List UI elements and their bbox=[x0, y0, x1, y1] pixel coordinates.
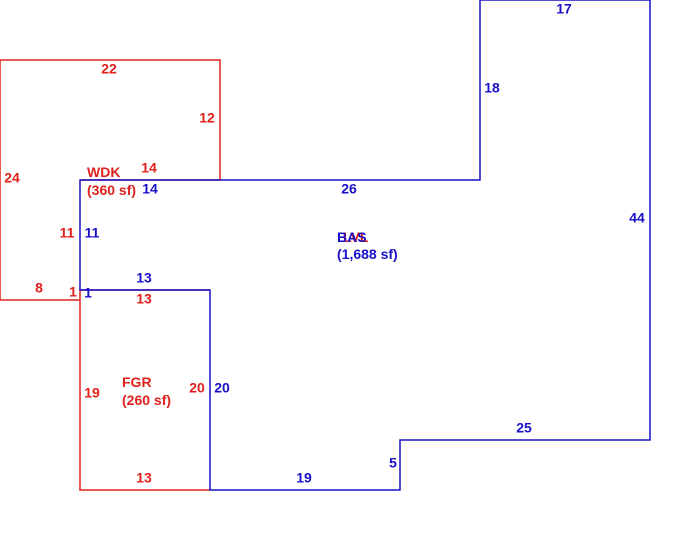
bas-dim-notch-top: 13 bbox=[136, 270, 152, 286]
bas-outline bbox=[79, 0, 651, 491]
bas-dim-bottom: 19 bbox=[296, 470, 312, 486]
bas-dim-step-vertical: 5 bbox=[389, 455, 397, 471]
wdk-dim-top: 22 bbox=[101, 61, 117, 77]
wdk-dim-bottom-left: 8 bbox=[35, 280, 43, 296]
wdk-dim-right-lower: 11 bbox=[60, 225, 75, 241]
fgr-area-label: (260 sf) bbox=[122, 392, 171, 408]
bas-dim-right: 44 bbox=[629, 210, 645, 226]
bas-dim-notch-right: 20 bbox=[214, 380, 230, 396]
bas-dim-top-middle: 26 bbox=[341, 181, 357, 197]
wdk-dim-left: 24 bbox=[4, 170, 20, 186]
bas-code-label: BAS bbox=[337, 229, 367, 245]
fgr-dim-right: 20 bbox=[189, 380, 205, 396]
wdk-code-label: WDK bbox=[87, 164, 120, 180]
fgr-dim-left: 19 bbox=[84, 385, 100, 401]
bas-area-label: (1,688 sf) bbox=[337, 246, 398, 262]
wdk-dim-bottom-inner: 1 bbox=[69, 284, 77, 300]
wdk-dim-top-inner: 14 bbox=[141, 160, 157, 176]
bas-dim-step-horizontal: 25 bbox=[516, 420, 532, 436]
bas-dim-left: 11 bbox=[85, 225, 100, 241]
bas-dim-top-right: 17 bbox=[556, 1, 572, 17]
bas-dim-upper-left: 18 bbox=[484, 80, 500, 96]
fgr-code-label: FGR bbox=[122, 374, 152, 390]
wdk-dim-right: 12 bbox=[199, 110, 215, 126]
overlap-code-label: LVL bbox=[343, 229, 369, 245]
fgr-dim-bottom: 13 bbox=[136, 470, 152, 486]
bas-dim-notch-left: 1 bbox=[84, 285, 92, 301]
fgr-dim-top: 13 bbox=[136, 291, 152, 307]
wdk-area-label: (360 sf) bbox=[87, 182, 136, 198]
bas-dim-top-left: 14 bbox=[142, 181, 158, 197]
